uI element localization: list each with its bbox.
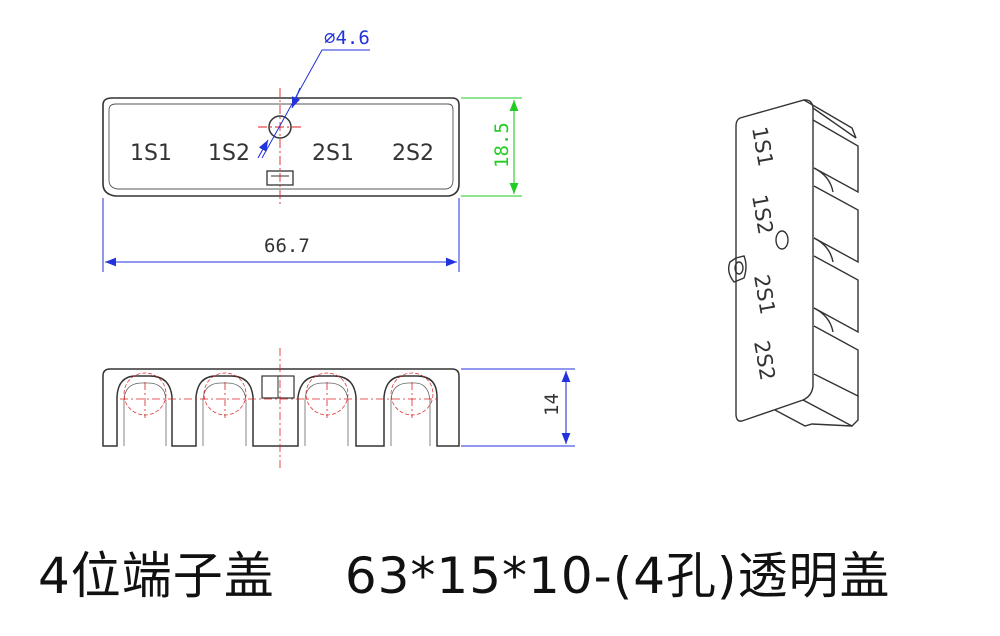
iso-tab xyxy=(727,255,747,283)
iso-label-3: 2S1 xyxy=(749,273,780,317)
height-value: 18.5 xyxy=(491,122,513,168)
width-dimension: 66.7 xyxy=(102,198,460,272)
mounting-hole xyxy=(268,115,292,139)
front-view xyxy=(102,348,460,468)
isometric-view xyxy=(727,99,859,427)
caption-product-spec: 63*15*10-(4孔)透明盖 xyxy=(344,547,891,605)
top-view-outline xyxy=(102,97,460,197)
hole-diameter-value: ⌀4.6 xyxy=(324,27,370,49)
front-view-outline xyxy=(102,368,460,447)
hole-diameter-dimension: ⌀4.6 xyxy=(257,27,370,159)
depth-value: 14 xyxy=(541,393,563,416)
terminal-label-1: 1S1 xyxy=(130,141,172,166)
terminal-label-2: 1S2 xyxy=(208,141,250,166)
iso-label-1: 1S1 xyxy=(747,125,778,169)
top-view: 1S1 1S2 2S1 2S2 xyxy=(102,88,460,206)
iso-hole xyxy=(775,230,789,250)
iso-label-4: 2S2 xyxy=(749,339,780,383)
isometric-labels: 1S1 1S2 2S1 2S2 xyxy=(747,125,780,383)
caption-product-name: 4位端子盖 xyxy=(38,547,275,605)
height-dimension: 18.5 xyxy=(461,97,522,197)
top-view-inner-outline xyxy=(108,103,454,190)
iso-label-2: 1S2 xyxy=(747,193,778,237)
terminal-label-3: 2S1 xyxy=(312,141,354,166)
product-caption: 4位端子盖 63*15*10-(4孔)透明盖 xyxy=(38,536,978,608)
width-value: 66.7 xyxy=(264,235,310,257)
terminal-label-4: 2S2 xyxy=(392,141,434,166)
depth-dimension: 14 xyxy=(461,368,575,447)
